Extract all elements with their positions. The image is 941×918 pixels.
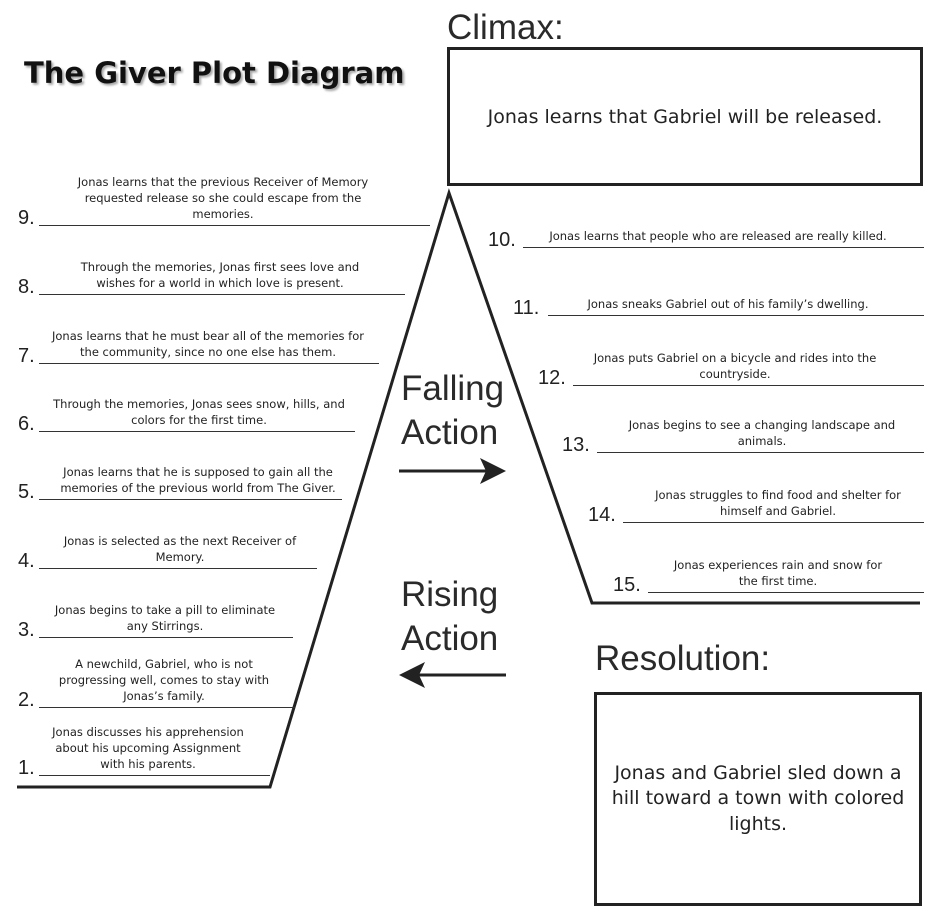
- climax-box: Jonas learns that Gabriel will be releas…: [447, 47, 923, 186]
- event-15-rule: [648, 592, 924, 593]
- event-15: Jonas experiences rain and snow for the …: [613, 548, 928, 595]
- event-10-rule: [523, 247, 924, 248]
- event-14: Jonas struggles to find food and shelter…: [588, 478, 928, 525]
- event-2-rule: [39, 707, 295, 708]
- event-3-rule: [39, 637, 293, 638]
- resolution-heading: Resolution:: [595, 639, 771, 678]
- event-6-rule: [39, 431, 355, 432]
- event-8: Through the memories, Jonas first sees l…: [15, 250, 410, 297]
- falling-arrow-head: [480, 458, 506, 484]
- event-13-rule: [597, 452, 924, 453]
- event-4-rule: [39, 568, 317, 569]
- event-4: Jonas is selected as the next Receiver o…: [15, 526, 320, 571]
- event-13: Jonas begins to see a changing landscape…: [562, 407, 928, 455]
- resolution-box: Jonas and Gabriel sled down a hill towar…: [594, 692, 922, 906]
- falling-action-label: Falling Action: [401, 369, 505, 452]
- event-1-rule: [39, 775, 270, 776]
- event-1: Jonas discusses his apprehension about h…: [15, 725, 270, 778]
- event-12: Jonas puts Gabriel on a bicycle and ride…: [538, 340, 928, 388]
- rising-action-label: Rising Action: [401, 575, 499, 658]
- event-5-rule: [39, 499, 342, 500]
- rising-arrow-head: [399, 662, 425, 688]
- event-8-rule: [39, 294, 405, 295]
- event-5: Jonas learns that he is supposed to gain…: [15, 430, 345, 502]
- event-9-rule: [39, 225, 430, 226]
- climax-text: Jonas learns that Gabriel will be releas…: [487, 105, 883, 128]
- event-12-rule: [573, 385, 924, 386]
- resolution-text: Jonas and Gabriel sled down a hill towar…: [611, 762, 905, 835]
- event-7: Jonas learns that he must bear all of th…: [15, 304, 385, 366]
- climax-heading: Climax:: [447, 8, 564, 47]
- plot-line: [17, 188, 920, 789]
- event-10: Jonas learns that people who are release…: [488, 218, 928, 250]
- event-14-rule: [623, 522, 924, 523]
- event-2: A newchild, Gabriel, who is not progress…: [15, 650, 295, 710]
- event-9: Jonas learns that the previous Receiver …: [15, 166, 435, 228]
- diagram-title: The Giver Plot Diagram: [24, 56, 405, 90]
- event-6: Through the memories, Jonas sees snow, h…: [15, 388, 360, 434]
- event-11: Jonas sneaks Gabriel out of his family’s…: [513, 286, 928, 318]
- event-11-rule: [548, 315, 924, 316]
- event-3: Jonas begins to take a pill to eliminate…: [15, 595, 300, 640]
- event-7-rule: [39, 363, 379, 364]
